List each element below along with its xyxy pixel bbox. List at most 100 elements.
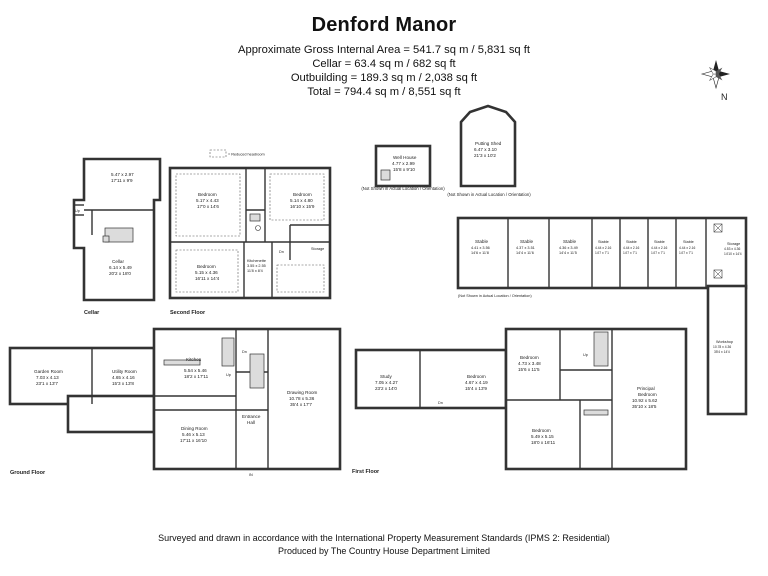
cellar-room-dims-imperial: 20'2 x 18'0	[109, 271, 131, 276]
putting-shed-plan	[459, 104, 517, 188]
principal-bedroom-name-line2: Bedroom	[638, 392, 657, 397]
cellar-room-dims: 6.14 x 5.49	[109, 265, 132, 270]
sf-bedroom2-dims: 5.14 x 4.80	[290, 198, 313, 203]
dining-room-dims-imperial: 17'11 x 16'10	[180, 438, 207, 443]
gross-area: Approximate Gross Internal Area = 541.7 …	[238, 44, 530, 56]
compass-north-label: N	[721, 92, 728, 102]
study-name: Study	[380, 374, 392, 379]
ff-bedroom-c-name: Bedroom	[532, 428, 551, 433]
principal-bedroom-name: Principal	[637, 386, 655, 391]
reduced-headroom-legend: = Reduced headroom	[228, 153, 265, 157]
stable-3-dims-imperial: 14'4 x 11'5	[559, 251, 577, 255]
stable-1-dims: 4.41 x 3.56	[471, 246, 490, 250]
utility-room-dims: 4.65 x 4.16	[112, 375, 135, 380]
putting-shed-dims-imperial: 21'3 x 10'2	[474, 153, 496, 158]
plan-title: Denford Manor	[311, 14, 457, 36]
stable-4: Stable 4.44 x 2.16 14'7 x 7'1	[595, 240, 611, 255]
ff-bedroom-a-dims-imperial: 15'4 x 13'9	[465, 386, 487, 391]
stable-2: Stable 4.37 x 3.51 14'4 x 11'6	[516, 239, 535, 255]
kitchen-dims-imperial: 18'2 x 17'11	[184, 374, 209, 379]
stable-1-name: Stable	[475, 239, 488, 244]
gf-entry-mark: IN	[249, 473, 253, 477]
reduced-headroom-swatch	[209, 149, 227, 158]
sf-bedroom1-dims-imperial: 17'0 x 14'6	[197, 204, 219, 209]
kitchen-name: Kitchen	[186, 357, 202, 362]
sf-bedroom1-dims: 5.17 x 4.43	[196, 198, 219, 203]
sf-bedroom1-name: Bedroom	[198, 192, 217, 197]
cellar-area: Cellar = 63.4 sq m / 682 sq ft	[312, 58, 456, 70]
cellar-label: Cellar	[84, 310, 100, 316]
garden-room-name: Garden Room	[34, 369, 63, 374]
entrance-hall-name-line2: Hall	[247, 420, 255, 425]
sf-kitchenette-name: Kitchenette	[247, 259, 266, 263]
stable-3-name: Stable	[563, 239, 576, 244]
cellar-plan	[72, 157, 162, 302]
gf-stair-up: Up	[226, 373, 231, 377]
ff-stair-dn: Dn	[438, 401, 443, 405]
ff-bedroom-a-name: Bedroom	[467, 374, 486, 379]
study-dims-imperial: 23'2 x 14'0	[375, 386, 397, 391]
stable-storage-dims-imperial: 14'10 x 14'4	[724, 252, 742, 256]
outbuilding-area: Outbuilding = 189.3 sq m / 2,038 sq ft	[290, 72, 478, 84]
first-floor-plan	[354, 327, 688, 471]
putting-shed-dims: 6.47 x 3.10	[474, 147, 497, 152]
stable-2-name: Stable	[520, 239, 533, 244]
second-floor-plan	[168, 166, 332, 300]
sf-bedroom3-dims-imperial: 16'11 x 14'4	[195, 276, 220, 281]
entrance-hall-name: Entrance	[242, 414, 261, 419]
utility-room-dims-imperial: 15'3 x 13'8	[112, 381, 134, 386]
stable-4-dims: 4.44 x 2.16	[595, 246, 611, 250]
producer-note: Produced by The Country House Department…	[278, 546, 490, 556]
cellar-upper-room-dims: 5.47 x 2.97	[111, 172, 134, 177]
sf-bedroom3-dims: 5.15 x 4.36	[195, 270, 218, 275]
stable-7-name: Stable	[683, 240, 694, 244]
stable-6-name: Stable	[654, 240, 665, 244]
ground-floor-plan	[8, 327, 342, 471]
stable-7-dims-imperial: 14'7 x 7'1	[679, 251, 693, 255]
dining-room-dims: 5.46 x 5.13	[182, 432, 205, 437]
stable-4-dims-imperial: 14'7 x 7'1	[595, 251, 609, 255]
second-floor-label: Second Floor	[170, 310, 206, 316]
stable-5: Stable 4.44 x 2.16 14'7 x 7'1	[623, 240, 639, 255]
sf-kitchenette-dims: 3.55 x 2.55	[247, 264, 266, 268]
sf-bedroom2-dims-imperial: 16'10 x 15'9	[290, 204, 315, 209]
well-house-note: (Not Shown in Actual Location / Orientat…	[361, 186, 445, 191]
stable-2-dims-imperial: 14'4 x 11'6	[516, 251, 534, 255]
stable-5-dims-imperial: 14'7 x 7'1	[623, 251, 637, 255]
stables-plan	[456, 216, 748, 416]
first-floor-label: First Floor	[352, 469, 380, 475]
principal-bedroom-dims-imperial: 35'10 x 18'5	[632, 404, 657, 409]
ff-bedroom-b-name: Bedroom	[520, 355, 539, 360]
stable-3: Stable 4.36 x 3.49 14'4 x 11'5	[559, 239, 578, 255]
sf-kitchenette-dims-imperial: 11'8 x 8'4	[247, 269, 263, 273]
cellar-room-name: Cellar	[112, 259, 124, 264]
stables-note: (Not Shown in Actual Location / Orientat…	[458, 294, 532, 298]
ff-bedroom-c-dims-imperial: 18'0 x 16'11	[531, 440, 556, 445]
stable-6-dims: 4.44 x 2.16	[651, 246, 667, 250]
stable-6-dims-imperial: 14'7 x 7'1	[651, 251, 665, 255]
garden-room-dims: 7.03 x 4.13	[36, 375, 59, 380]
stable-4-name: Stable	[598, 240, 609, 244]
sf-bedroom3-name: Bedroom	[197, 264, 216, 269]
survey-note: Surveyed and drawn in accordance with th…	[158, 533, 610, 543]
workshop-dims: 10.78 x 4.36	[713, 345, 731, 349]
dining-room-name: Dining Room	[181, 426, 208, 431]
ground-floor-label: Ground Floor	[10, 470, 46, 476]
ff-bedroom-c-dims: 5.49 x 5.15	[531, 434, 554, 439]
stable-2-dims: 4.37 x 3.51	[516, 246, 535, 250]
kitchen-dims: 5.54 x 5.46	[184, 368, 207, 373]
study-dims: 7.05 x 4.27	[375, 380, 398, 385]
stable-storage-dims: 4.53 x 4.36	[724, 247, 740, 251]
well-house-dims: 4.77 x 2.99	[392, 161, 415, 166]
cellar-upper-room-dims-imperial: 17'11 x 9'9	[111, 178, 133, 183]
utility-room-name: Utility Room	[112, 369, 137, 374]
drawing-room-dims: 10.78 x 5.36	[289, 396, 315, 401]
ff-bedroom-b-dims: 4.73 x 3.48	[518, 361, 541, 366]
total-area: Total = 794.4 sq m / 8,551 sq ft	[307, 86, 461, 98]
compass-rose-icon	[700, 60, 730, 90]
well-house-dims-imperial: 15'8 x 9'10	[393, 167, 415, 172]
stable-3-dims: 4.36 x 3.49	[559, 246, 578, 250]
drawing-room-dims-imperial: 35'4 x 17'7	[290, 402, 312, 407]
stable-storage-name: Storage	[727, 242, 740, 246]
stable-7-dims: 4.44 x 2.16	[679, 246, 695, 250]
